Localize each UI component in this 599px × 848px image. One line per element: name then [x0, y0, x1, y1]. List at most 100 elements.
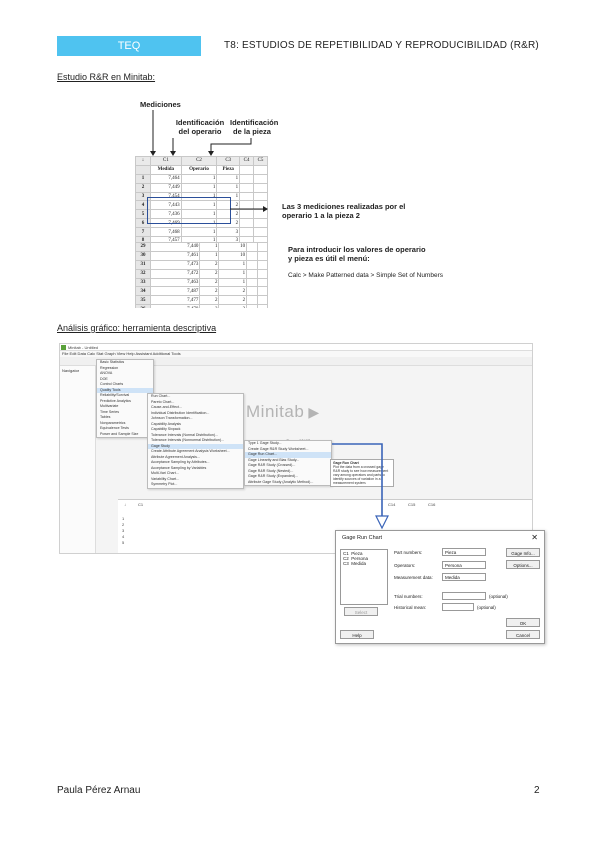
menu-item[interactable]: Quality Tools	[97, 387, 153, 393]
table-cell: 7,477	[149, 295, 201, 306]
help-button[interactable]: Help	[340, 630, 374, 639]
menu-item[interactable]: Cause-and-Effect...	[151, 405, 182, 409]
historical-mean-field[interactable]	[442, 603, 474, 611]
navigator-pane[interactable]: Navigator	[60, 366, 96, 553]
menu-item[interactable]: Multi-Vari Chart...	[151, 471, 179, 475]
table-cell: 1	[199, 242, 220, 252]
menu-item[interactable]: Regression	[100, 365, 119, 370]
trial-numbers-field[interactable]	[442, 592, 486, 600]
measurement-data-label: Measurement data:	[394, 575, 433, 580]
table-cell	[256, 268, 268, 279]
gage-info-button[interactable]: Gage Info...	[506, 548, 540, 557]
options-button[interactable]: Options...	[506, 560, 540, 569]
dialog-arrow	[332, 443, 389, 530]
list-item[interactable]: C3 Medida	[343, 561, 367, 566]
menu-item[interactable]: Basic Statistics	[100, 360, 125, 364]
menu-item[interactable]: Gage Run Chart...	[245, 452, 331, 458]
trial-numbers-label: Trial numbers:	[394, 594, 423, 599]
menu-item[interactable]: Gage R&R Study (Crossed)...	[248, 463, 296, 467]
menu-item[interactable]: Create Gage R&R Study Worksheet...	[248, 446, 309, 451]
table-cell: 1	[180, 182, 218, 193]
gage-run-chart-tooltip: Gage Run Chart Plot the data from a cros…	[330, 459, 394, 487]
menu-item[interactable]: Johnson Transformation...	[151, 416, 193, 420]
table-cell	[246, 295, 258, 306]
menu-item[interactable]: Control Charts	[100, 382, 124, 386]
menu-item[interactable]: Capability Sixpack	[151, 427, 181, 431]
minitab-logo-icon: ▶	[308, 404, 320, 420]
gage-study-menu[interactable]: Type 1 Gage Study...Create Gage R&R Stud…	[244, 440, 332, 486]
menu-item[interactable]: DOE	[100, 376, 108, 381]
select-button[interactable]: Select	[344, 607, 378, 616]
measurement-data-field[interactable]: Medida	[442, 573, 486, 581]
menu-item[interactable]: ANOVA	[100, 371, 113, 375]
footer-author: Paula Pérez Arnau	[57, 785, 141, 796]
table-cell: 7,449	[150, 182, 182, 193]
part-numbers-field[interactable]: Pieza	[442, 548, 486, 556]
variables-list[interactable]: C1 Pieza C2 Persona C3 Medida	[340, 549, 388, 605]
menu-item[interactable]: Acceptance Sampling by Variables	[151, 465, 207, 470]
menu-item[interactable]: Tolerance Intervals (Normal Distribution…	[151, 432, 219, 437]
close-icon[interactable]: ✕	[531, 533, 538, 542]
menu-item[interactable]: Attribute Agreement Analysis...	[151, 454, 200, 459]
menu-item[interactable]: Time Series	[100, 409, 120, 414]
minitab-menubar[interactable]: File Edit Data Calc Stat Graph View Help…	[60, 351, 532, 357]
menu-item[interactable]: Attribute Gage Study (Analytic Method)..…	[248, 479, 314, 484]
annotation-pieza: Identificación de la pieza	[230, 118, 279, 136]
table-cell	[246, 286, 258, 297]
highlight-box	[147, 197, 231, 224]
ok-button[interactable]: OK	[506, 618, 540, 627]
table-cell	[246, 259, 258, 270]
menu-item[interactable]: Tables	[100, 415, 111, 419]
menu-item[interactable]: Gage Linearity and Bias Study...	[248, 457, 300, 462]
cancel-button[interactable]: Cancel	[506, 630, 540, 639]
menu-item[interactable]: Gage R&R Study (Expanded)...	[248, 474, 299, 478]
menu-item[interactable]: Equivalence Tests	[100, 426, 129, 430]
menu-item[interactable]: Gage Study	[148, 443, 243, 449]
menu-item[interactable]: Run Chart...	[151, 394, 171, 398]
table-cell: 2	[199, 277, 220, 288]
table-cell	[246, 250, 258, 261]
table-cell: 2	[199, 268, 220, 279]
menu-item[interactable]: Individual Distribution Identification..…	[151, 410, 210, 415]
menu-item[interactable]: Predictive Analytics	[100, 398, 131, 403]
menu-item[interactable]: Reliability/Survival	[100, 393, 130, 397]
menu-item[interactable]: Multivariate	[100, 404, 119, 408]
table-cell	[256, 295, 268, 306]
menu-item[interactable]: Tolerance Intervals (Nonnormal Distribut…	[151, 438, 225, 442]
annotation-operario: Identificación del operario	[175, 118, 225, 136]
menu-item[interactable]: Nonparametrics	[100, 420, 126, 425]
minitab-toolbar[interactable]	[60, 357, 532, 366]
operators-field[interactable]: Persona	[442, 561, 486, 569]
menu-item[interactable]: Acceptance Sampling by Attributes...	[151, 460, 210, 464]
minitab-window: Minitab - Untitled File Edit Data Calc S…	[59, 343, 533, 554]
annotation-introducir: Para introducir los valores de operario …	[288, 245, 426, 263]
table-cell	[256, 250, 268, 261]
menu-item[interactable]: Power and Sample Size	[100, 431, 139, 436]
menu-item[interactable]: Pareto Chart...	[151, 399, 175, 404]
menu-item[interactable]: Capability Analysis	[151, 421, 181, 426]
page-number: 2	[534, 785, 540, 796]
menu-item[interactable]: Type 1 Gage Study...	[248, 441, 282, 445]
menu-item[interactable]: Create Attribute Agreement Analysis Work…	[151, 449, 230, 453]
table-cell: 7,463	[149, 277, 201, 288]
table-cell: 2	[218, 286, 248, 297]
table-cell	[253, 182, 268, 193]
menu-item[interactable]: Symmetry Plot...	[151, 482, 178, 486]
menu-item[interactable]: Variability Chart...	[151, 476, 180, 481]
menu-item[interactable]: Gage R&R Study (Nested)...	[248, 468, 294, 473]
row-number: 35	[135, 295, 151, 306]
row-number: 2	[135, 182, 151, 193]
list-item[interactable]: C1 Pieza	[343, 551, 363, 556]
list-item[interactable]: C2 Persona	[343, 556, 369, 561]
table-cell	[239, 182, 255, 193]
quality-tools-menu[interactable]: Run Chart...Pareto Chart...Cause-and-Eff…	[147, 393, 244, 489]
table-cell: 2	[199, 304, 220, 308]
table-cell: 1	[180, 173, 218, 184]
table-cell	[246, 268, 258, 279]
